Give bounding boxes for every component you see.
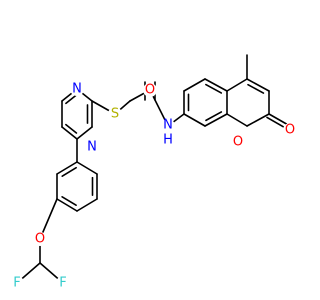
bond-c4a-c4 xyxy=(226,78,248,92)
bond-double-c8a-c8 xyxy=(205,111,223,122)
bond-b6-b1 xyxy=(76,161,98,175)
bond-b3-o_eth xyxy=(39,198,58,240)
lactone-oxygen-label: O xyxy=(285,123,295,138)
bond-c5-c4a xyxy=(204,78,228,92)
atom-label-S: S xyxy=(108,107,122,122)
bond-c8a-c8 xyxy=(204,113,228,127)
bond-double-c4-c3 xyxy=(247,83,265,94)
atom-label-O-ether: O xyxy=(33,232,47,247)
bond-c2-o1 xyxy=(246,113,270,127)
fluorine-2-label: F xyxy=(59,276,66,291)
bond-double-n1p-c6p xyxy=(65,94,78,105)
bond-c5p-c4p xyxy=(61,126,78,140)
bond-o1-c8a xyxy=(226,113,248,127)
bond-double-c5-c4a xyxy=(205,83,223,94)
ring-oxygen-label: O xyxy=(233,135,243,150)
atom-label-F2: F xyxy=(56,276,70,291)
sulfur-label: S xyxy=(111,107,119,122)
bond-b3-b4 xyxy=(56,198,78,212)
atom-label-O-amide: O xyxy=(143,83,157,98)
atom-label-N-pyrimidine-2: N xyxy=(85,140,99,155)
atom-label-F1: F xyxy=(10,276,24,291)
bond-c8-c7 xyxy=(183,113,206,127)
bond-b4-b5 xyxy=(76,198,98,212)
atom-label-O-ring: O xyxy=(231,135,245,150)
bond-c4-c3 xyxy=(246,78,270,92)
fluorine-1-label: F xyxy=(13,276,20,291)
pyrimidine-nitrogen-2-label: N xyxy=(87,140,97,155)
bond-double-c5p-c4p xyxy=(65,123,78,134)
amide-nitrogen-label: N xyxy=(163,118,173,133)
atom-labels: S O N H N N O O O xyxy=(10,82,297,291)
amide-hydrogen-label: H xyxy=(163,133,173,148)
bond-c6-c5 xyxy=(183,78,206,92)
ether-oxygen-label: O xyxy=(35,232,45,247)
atom-label-NH: N H xyxy=(161,118,175,148)
bond-double-b3-b4 xyxy=(61,196,77,207)
atom-label-O-lactone: O xyxy=(283,123,297,138)
pyrimidine-nitrogen-1-label: N xyxy=(72,82,82,97)
bond-double-b1-b2 xyxy=(61,166,77,177)
bond-c4p-n3p xyxy=(76,126,93,140)
molecule-structure-diagram: S O N H N N O O O xyxy=(10,54,297,291)
bond-b1-b2 xyxy=(56,161,78,175)
amide-oxygen-label: O xyxy=(145,83,155,98)
atom-label-N-pyrimidine-1: N xyxy=(70,82,84,97)
